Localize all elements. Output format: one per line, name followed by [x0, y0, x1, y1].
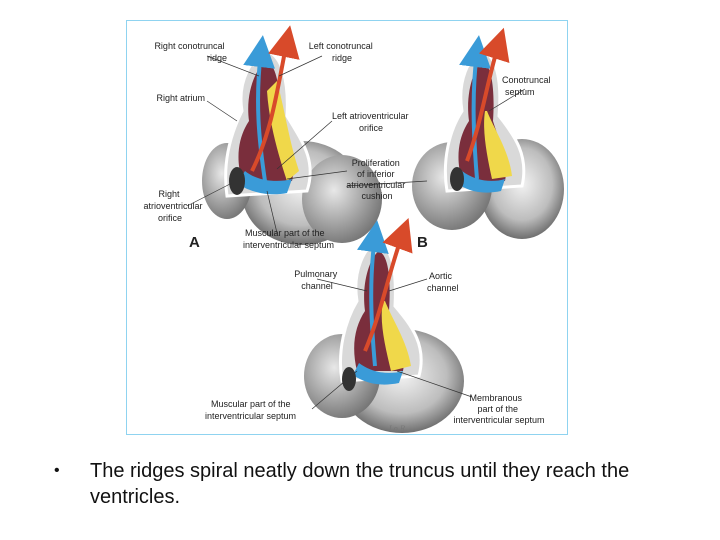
muscular-septum-a-label: Muscular part of the interventricular se…: [243, 228, 334, 250]
aortic-channel-label: Aortic channel: [427, 271, 459, 293]
bullet-point: • The ridges spiral neatly down the trun…: [54, 458, 674, 510]
heart-c: [304, 217, 464, 433]
heart-a: [202, 25, 382, 245]
leader-lines: [186, 55, 526, 410]
panel-label-b: B: [417, 234, 428, 251]
heart-b: [412, 27, 564, 239]
heart-diagram: Right conotruncal ridge Left conotruncal…: [143, 25, 564, 433]
artist-signature: Lo.R.: [388, 425, 407, 433]
conotruncal-septum-label: Conotruncal septum: [502, 75, 553, 97]
muscular-septum-c-label: Muscular part of the interventricular se…: [205, 399, 296, 421]
right-av-orifice-label: Right atrioventricular orifice: [143, 189, 205, 223]
right-conotruncal-ridge-label: Right conotruncal ridge: [154, 41, 227, 63]
proliferation-label: Proliferation of inferior atrioventricul…: [346, 158, 408, 201]
bullet-text: The ridges spiral neatly down the truncu…: [90, 460, 630, 508]
bullet-mark: •: [54, 462, 60, 479]
heart-septation-figure: Right conotruncal ridge Left conotruncal…: [126, 20, 568, 435]
right-atrium-label: Right atrium: [156, 93, 205, 103]
pulmonary-channel-label: Pulmonary channel: [294, 269, 340, 291]
left-conotruncal-ridge-label: Left conotruncal ridge: [309, 41, 376, 63]
membranous-septum-label: Membranous part of the interventricular …: [453, 393, 544, 425]
left-av-orifice-label: Left atrioventricular orifice: [332, 111, 411, 133]
panel-label-a: A: [189, 234, 200, 251]
